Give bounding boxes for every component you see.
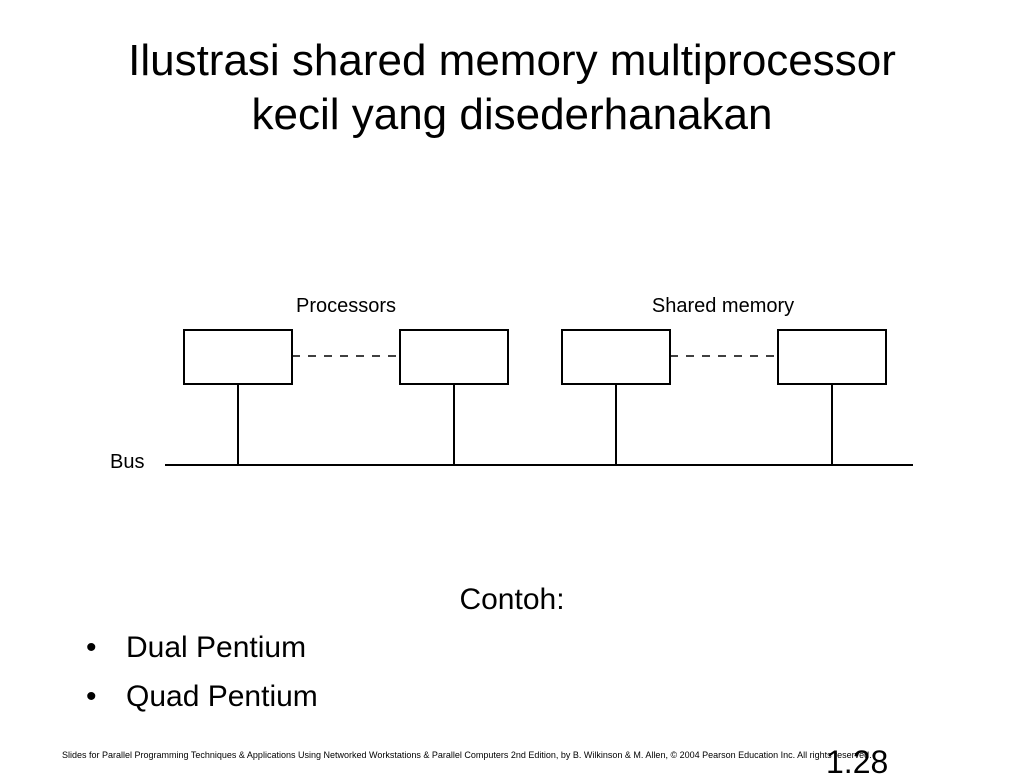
slide-title: Ilustrasi shared memory multiprocessor k… — [0, 34, 1024, 142]
memory-box-2 — [777, 329, 887, 385]
processors-label: Processors — [296, 295, 396, 317]
example-item-quad-pentium: Quad Pentium — [86, 679, 318, 715]
slide-title-line-2: kecil yang disederhanakan — [251, 90, 773, 139]
processor-box-1 — [183, 329, 293, 385]
footer-copyright-note: Slides for Parallel Programming Techniqu… — [62, 750, 872, 760]
example-item-dual-pentium: Dual Pentium — [86, 630, 318, 666]
bus-label: Bus — [110, 451, 144, 473]
processor-box-2 — [399, 329, 509, 385]
slide-number: 1.28 — [826, 744, 889, 780]
examples-list: Dual Pentium Quad Pentium — [86, 630, 318, 728]
memory-box-1 — [561, 329, 671, 385]
shared-memory-label: Shared memory — [652, 295, 794, 317]
slide-title-line-1: Ilustrasi shared memory multiprocessor — [128, 36, 896, 85]
examples-heading: Contoh: — [459, 583, 565, 616]
